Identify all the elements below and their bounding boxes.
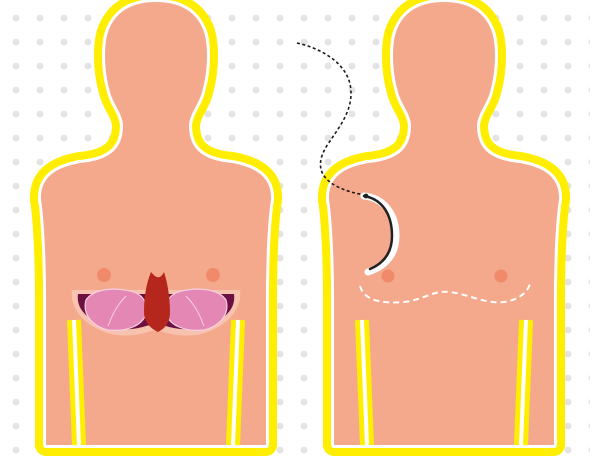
sternum: [144, 272, 170, 332]
before-panel: [41, 2, 271, 445]
right-nipple: [206, 268, 220, 282]
right-nipple: [495, 270, 508, 283]
after-panel: [329, 2, 559, 445]
left-nipple: [382, 270, 395, 283]
left-nipple: [97, 268, 111, 282]
